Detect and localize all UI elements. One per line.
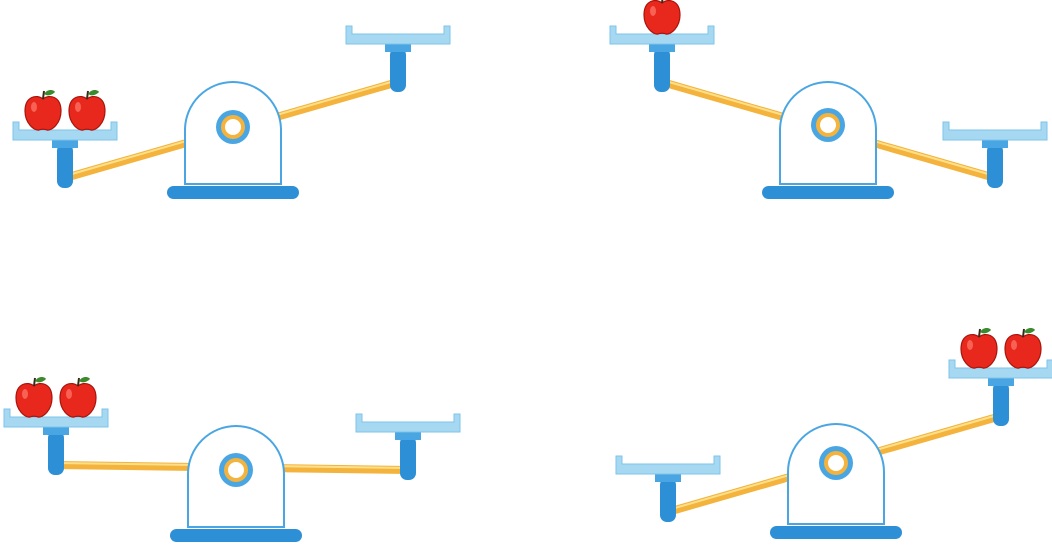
apple-body — [16, 384, 52, 418]
apple-body — [69, 97, 105, 131]
apple-shine — [75, 102, 81, 112]
pan-collar — [988, 378, 1014, 386]
pan-collar — [395, 432, 421, 440]
pan-tray — [13, 122, 117, 140]
pan-tray — [616, 456, 720, 474]
scale-pan — [346, 26, 450, 92]
pan-tray — [346, 26, 450, 44]
apple-shine — [66, 389, 72, 399]
apple-icon — [644, 0, 680, 34]
apple-shine — [967, 340, 973, 350]
pan-post — [48, 431, 64, 475]
pan-post — [400, 436, 416, 480]
apple-stem — [34, 378, 35, 386]
scale-pan — [943, 122, 1047, 188]
pan-post — [660, 478, 676, 522]
apple-body — [1005, 335, 1041, 369]
seesaw-top-left — [13, 26, 450, 199]
apple-body — [25, 97, 61, 131]
apple-leaf — [44, 90, 55, 95]
apple-icon — [25, 90, 61, 130]
apple-body — [60, 384, 96, 418]
apple-body — [644, 1, 680, 35]
apple-shine — [22, 389, 28, 399]
pan-collar — [649, 44, 675, 52]
scale-pan — [949, 328, 1052, 426]
apple-icon — [16, 377, 52, 417]
seesaw-bottom-right — [616, 328, 1052, 539]
apple-shine — [1011, 340, 1017, 350]
scale-base — [770, 526, 902, 539]
seesaw-top-right — [610, 0, 1047, 199]
apple-stem — [1023, 329, 1024, 337]
pan-collar — [52, 140, 78, 148]
seesaw-bottom-left — [4, 377, 460, 542]
pivot-ring-inner — [828, 455, 844, 471]
apple-icon — [1005, 328, 1041, 368]
apple-icon — [69, 90, 105, 130]
scale-pan — [13, 90, 117, 188]
apple-stem — [979, 329, 980, 337]
pivot-ring-inner — [225, 119, 241, 135]
apple-shine — [31, 102, 37, 112]
apple-stem — [78, 378, 79, 386]
apple-leaf — [88, 90, 99, 95]
pan-post — [654, 48, 670, 92]
scale-pan — [610, 0, 714, 92]
scale-pan — [4, 377, 108, 475]
scale-pan — [616, 456, 720, 522]
pan-collar — [655, 474, 681, 482]
pan-tray — [356, 414, 460, 432]
pan-collar — [982, 140, 1008, 148]
pan-post — [987, 144, 1003, 188]
pan-tray — [943, 122, 1047, 140]
apple-leaf — [1024, 328, 1035, 333]
apple-shine — [650, 6, 656, 16]
apple-stem — [43, 91, 44, 99]
apple-stem — [87, 91, 88, 99]
apple-body — [961, 335, 997, 369]
apple-leaf — [980, 328, 991, 333]
pan-post — [57, 144, 73, 188]
apple-icon — [961, 328, 997, 368]
pan-post — [993, 382, 1009, 426]
scale-base — [170, 529, 302, 542]
pivot-ring-inner — [820, 117, 836, 133]
apple-leaf — [79, 377, 90, 382]
pan-post — [390, 48, 406, 92]
scale-base — [167, 186, 299, 199]
scale-base — [762, 186, 894, 199]
pivot-ring-inner — [228, 462, 244, 478]
apple-leaf — [35, 377, 46, 382]
pan-collar — [43, 427, 69, 435]
apple-icon — [60, 377, 96, 417]
pan-tray — [4, 409, 108, 427]
pan-collar — [385, 44, 411, 52]
apple-stem — [662, 0, 663, 3]
